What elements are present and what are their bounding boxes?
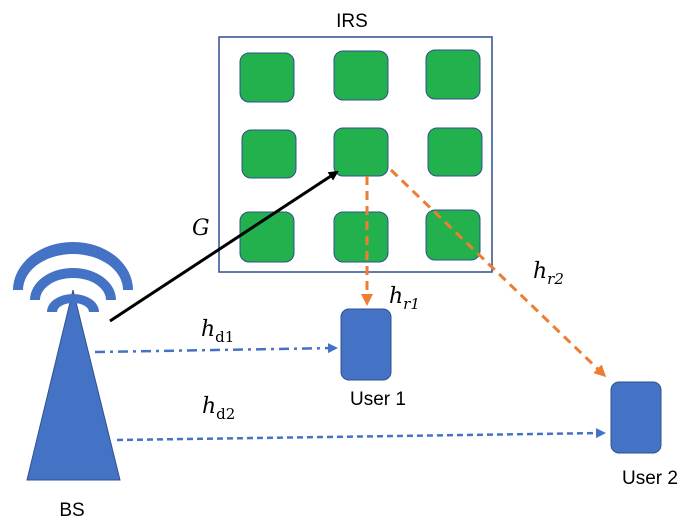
bs-label: BS <box>59 500 84 521</box>
link-hd2-bs-to-user2 <box>116 428 606 442</box>
irs-element <box>333 50 389 101</box>
label-hd1: hd1 <box>201 317 234 346</box>
user2-device <box>610 381 662 454</box>
label-hr1: hr1 <box>389 284 420 313</box>
link-hr2-irs-to-user2 <box>389 168 607 378</box>
user1-label: User 1 <box>350 389 406 410</box>
irs-element <box>241 129 297 179</box>
irs-label: IRS <box>336 11 368 32</box>
irs-element <box>427 127 483 177</box>
irs-element <box>425 49 481 100</box>
link-hd1-bs-to-user1 <box>94 343 338 354</box>
link-g-bs-to-irs <box>109 170 339 323</box>
user2-label: User 2 <box>622 468 678 489</box>
label-hd2: hd2 <box>202 394 235 423</box>
irs-element <box>239 52 295 103</box>
label-g: G <box>192 216 210 241</box>
user1-device <box>340 308 392 381</box>
irs-element <box>425 209 481 261</box>
irs-element <box>333 211 389 263</box>
irs-element <box>333 127 389 177</box>
label-hr2: hr2 <box>533 259 564 288</box>
base-station-icon <box>13 242 133 481</box>
